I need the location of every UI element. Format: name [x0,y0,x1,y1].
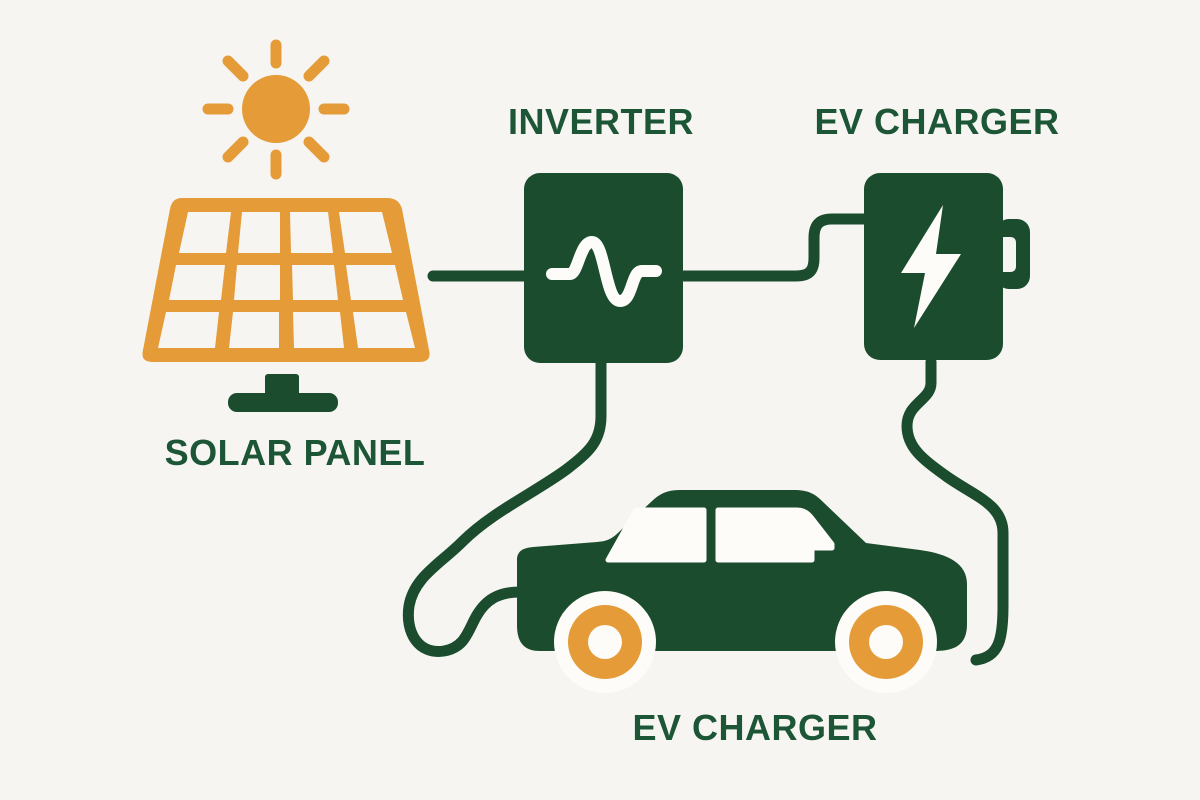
car-window-rear [715,507,835,563]
electric-car-icon [517,490,967,693]
sun-rays [202,39,350,180]
rear-wheel-hub [869,625,903,659]
panel-cell [229,312,279,348]
wire-inverter-to-charger [678,213,872,282]
panel-cell [158,312,219,348]
panel-cell [292,265,338,300]
panel-cell [238,212,280,253]
car-window-front [605,507,707,563]
inverter-label: INVERTER [508,101,694,142]
ev-charger-node [864,173,1030,360]
panel-cell [353,312,415,348]
panel-stand [228,374,338,412]
solar-panel-label: SOLAR PANEL [165,432,426,473]
sun-disc [242,75,310,143]
panel-cell [290,212,333,253]
cable-inverter-to-car [402,357,607,657]
panel-cell [346,265,403,300]
charger-handle-hole [1002,237,1016,272]
panel-cell [339,212,392,253]
cable-charger-to-car [901,356,1009,666]
sine-wave-icon [546,236,662,307]
lightning-bolt-icon [901,205,961,328]
front-wheel-hub [588,625,622,659]
panel-cell [179,212,231,253]
sun-icon [202,39,350,180]
inverter-node [524,173,683,363]
panel-cell [234,265,280,300]
panel-cell [169,265,225,300]
solar-panel-icon [142,198,430,412]
ev-charger-label: EV CHARGER [814,101,1059,142]
ev-car-label: EV CHARGER [632,707,877,748]
panel-cell [293,312,344,348]
